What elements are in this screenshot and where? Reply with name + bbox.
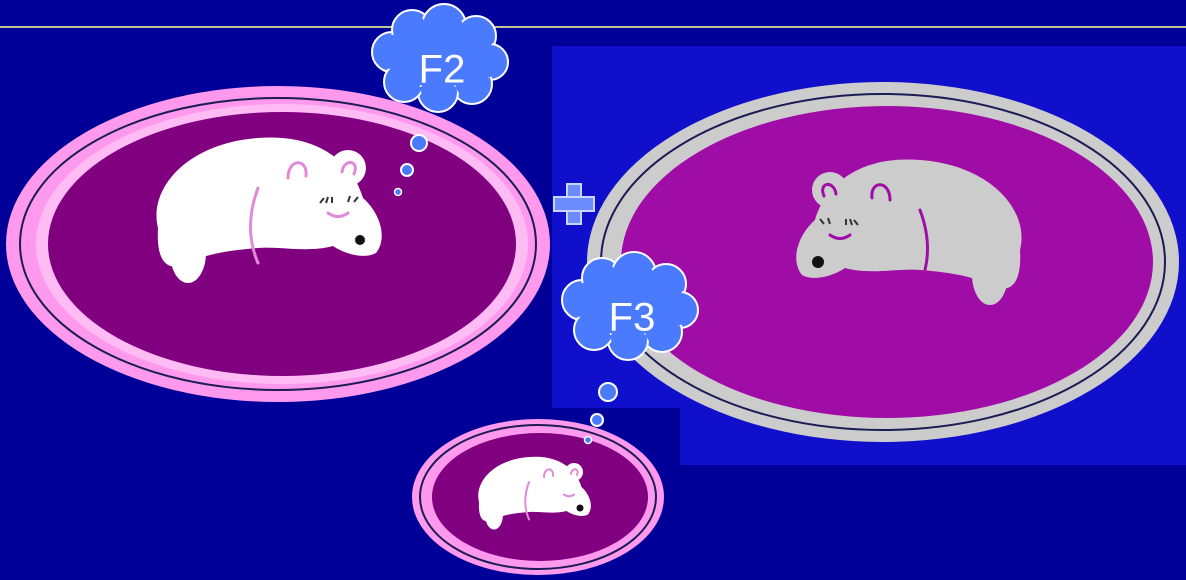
thought-dot xyxy=(401,164,413,176)
thought-dot xyxy=(585,437,592,444)
thought-dot xyxy=(395,189,402,196)
thought-dot xyxy=(591,414,603,426)
thought-dot xyxy=(599,383,617,401)
thought-label-f3: F3 xyxy=(609,296,656,341)
thought-dot xyxy=(411,135,427,151)
thought-label-f2: F2 xyxy=(419,48,466,93)
